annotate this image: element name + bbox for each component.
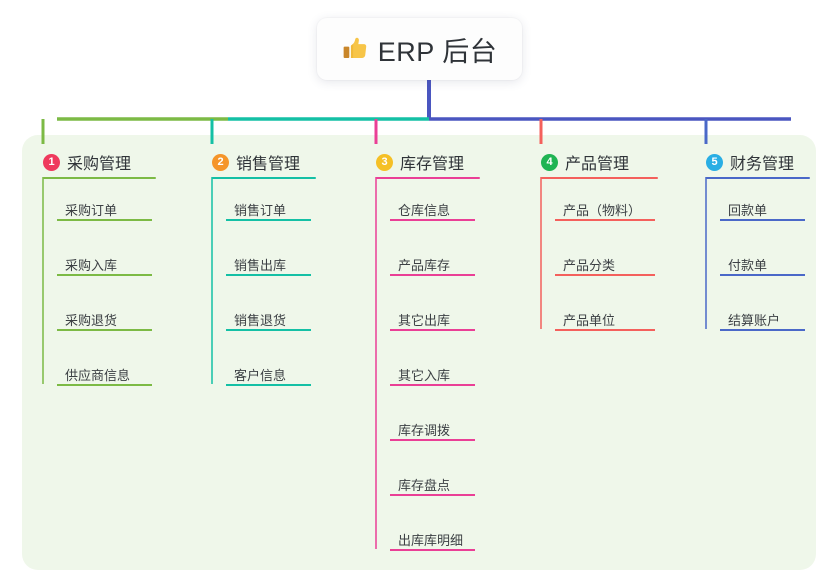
branch-item-label: 采购退货 xyxy=(65,313,118,328)
branch-item-label: 采购订单 xyxy=(65,203,118,218)
branch-item-label: 供应商信息 xyxy=(65,368,131,383)
branch-title: 财务管理 xyxy=(730,156,795,173)
branch-item-label: 销售出库 xyxy=(234,258,287,273)
branch-item-label: 回款单 xyxy=(728,203,768,218)
branch-badge-2: 2 xyxy=(212,153,229,171)
root-title: ERP 后台 xyxy=(377,36,498,67)
branch-item-underline xyxy=(390,494,475,496)
branch-item-label: 产品单位 xyxy=(563,313,616,328)
branch-title: 库存管理 xyxy=(400,156,465,173)
branch-badge-3: 3 xyxy=(376,153,393,171)
branch-badge-5: 5 xyxy=(706,153,723,171)
branch-item-label: 仓库信息 xyxy=(398,203,451,218)
branch-item-label: 销售退货 xyxy=(234,313,287,328)
branch-header-underline xyxy=(541,177,658,179)
branch-header-underline xyxy=(706,177,810,179)
branch-header-5[interactable]: 5 财务管理 xyxy=(706,150,794,174)
branch-item-label: 其它入库 xyxy=(398,368,451,383)
branch-header-underline xyxy=(376,177,480,179)
branch-item-underline xyxy=(720,329,805,331)
branch-title: 产品管理 xyxy=(565,156,630,173)
branch-item-underline xyxy=(226,219,311,221)
branch-badge-1: 1 xyxy=(43,153,60,171)
branch-item-label: 付款单 xyxy=(728,258,768,273)
branch-header-2[interactable]: 2 销售管理 xyxy=(212,150,300,174)
branch-item-label: 采购入库 xyxy=(65,258,118,273)
branch-badge-4: 4 xyxy=(541,153,558,171)
branch-item-label: 产品（物料） xyxy=(563,203,642,218)
branch-header-1[interactable]: 1 采购管理 xyxy=(43,150,131,174)
branch-title: 销售管理 xyxy=(236,156,301,173)
branch-item-label: 其它出库 xyxy=(398,313,451,328)
branch-item-underline xyxy=(720,274,805,276)
branch-item-underline xyxy=(555,329,655,331)
branch-item-label: 出库库明细 xyxy=(398,533,464,548)
branch-item-underline xyxy=(57,219,152,221)
branch-item-label: 库存盘点 xyxy=(398,478,451,493)
branch-item-underline xyxy=(390,549,475,551)
branch-item-label: 销售订单 xyxy=(234,203,287,218)
branch-item-label: 客户信息 xyxy=(234,368,287,383)
branch-item-underline xyxy=(390,329,475,331)
branch-header-underline xyxy=(212,177,316,179)
branch-item-underline xyxy=(390,439,475,441)
content-panel xyxy=(22,135,816,570)
branch-item-underline xyxy=(57,274,152,276)
root-node[interactable]: ERP 后台 xyxy=(317,18,522,80)
branch-item-underline xyxy=(555,274,655,276)
branch-item-underline xyxy=(390,274,475,276)
branch-item-underline xyxy=(390,219,475,221)
branch-title: 采购管理 xyxy=(67,156,132,173)
branch-item-underline xyxy=(57,329,152,331)
branch-item-underline xyxy=(226,384,311,386)
branch-item-label: 产品库存 xyxy=(398,258,451,273)
branch-item-label: 产品分类 xyxy=(563,258,616,273)
branch-item-underline xyxy=(226,274,311,276)
branch-item-underline xyxy=(226,329,311,331)
thumbs-up-icon xyxy=(343,37,366,58)
branch-item-label: 结算账户 xyxy=(728,313,781,328)
branch-header-4[interactable]: 4 产品管理 xyxy=(541,150,629,174)
branch-header-underline xyxy=(43,177,156,179)
branch-item-underline xyxy=(555,219,655,221)
branch-header-3[interactable]: 3 库存管理 xyxy=(376,150,464,174)
branch-item-underline xyxy=(720,219,805,221)
branch-item-underline xyxy=(390,384,475,386)
branch-item-label: 库存调拨 xyxy=(398,423,451,438)
branch-item-underline xyxy=(57,384,152,386)
